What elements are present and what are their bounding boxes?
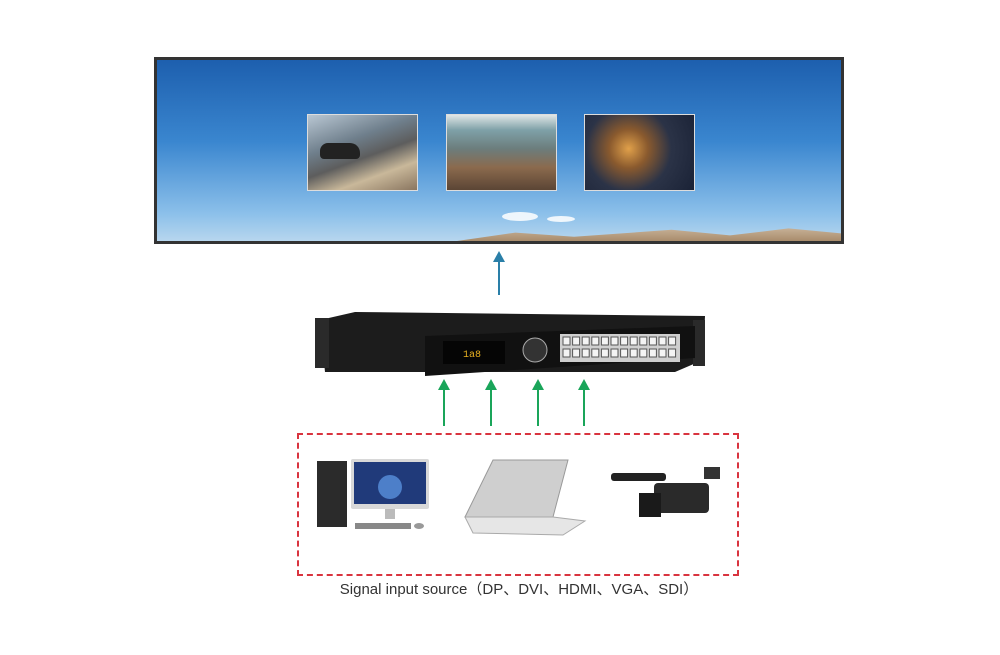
device-button bbox=[610, 348, 619, 358]
desktop-computer-icon bbox=[317, 459, 429, 529]
device-button bbox=[581, 348, 590, 358]
device-button bbox=[600, 348, 609, 358]
device-button bbox=[658, 348, 667, 358]
device-button bbox=[591, 348, 600, 358]
device-button bbox=[629, 336, 638, 346]
input-arrow bbox=[438, 379, 450, 426]
laptop-icon bbox=[464, 459, 587, 536]
output-arrow bbox=[493, 251, 505, 295]
thumbnail-coastal-town bbox=[584, 114, 695, 191]
device-button bbox=[562, 336, 571, 346]
device-button bbox=[591, 336, 600, 346]
input-arrow bbox=[532, 379, 544, 426]
input-arrow bbox=[485, 379, 497, 426]
device-button bbox=[629, 348, 638, 358]
video-processor: 1a8 bbox=[315, 312, 705, 376]
video-camera-icon bbox=[611, 467, 720, 517]
led-display-screen bbox=[154, 57, 844, 244]
device-button bbox=[610, 336, 619, 346]
signal-source-box bbox=[297, 433, 739, 576]
control-knob bbox=[522, 337, 548, 363]
device-button bbox=[572, 336, 581, 346]
device-button bbox=[639, 348, 648, 358]
device-button bbox=[658, 336, 667, 346]
device-button bbox=[562, 348, 571, 358]
device-button bbox=[639, 336, 648, 346]
device-button bbox=[668, 336, 677, 346]
thumbnail-car-road bbox=[307, 114, 418, 191]
device-button bbox=[600, 336, 609, 346]
cloud bbox=[547, 216, 575, 222]
device-button bbox=[620, 336, 629, 346]
thumbnail-canyon bbox=[446, 114, 557, 191]
lcd-display bbox=[443, 341, 505, 364]
cloud bbox=[502, 212, 538, 221]
device-button bbox=[648, 348, 657, 358]
input-arrow bbox=[578, 379, 590, 426]
device-button bbox=[648, 336, 657, 346]
device-button bbox=[572, 348, 581, 358]
device-button bbox=[668, 348, 677, 358]
device-button bbox=[581, 336, 590, 346]
device-button bbox=[620, 348, 629, 358]
signal-source-caption: Signal input source（DP、DVI、HDMI、VGA、SDI） bbox=[339, 581, 699, 598]
lcd-text: 1a8 bbox=[463, 350, 481, 361]
